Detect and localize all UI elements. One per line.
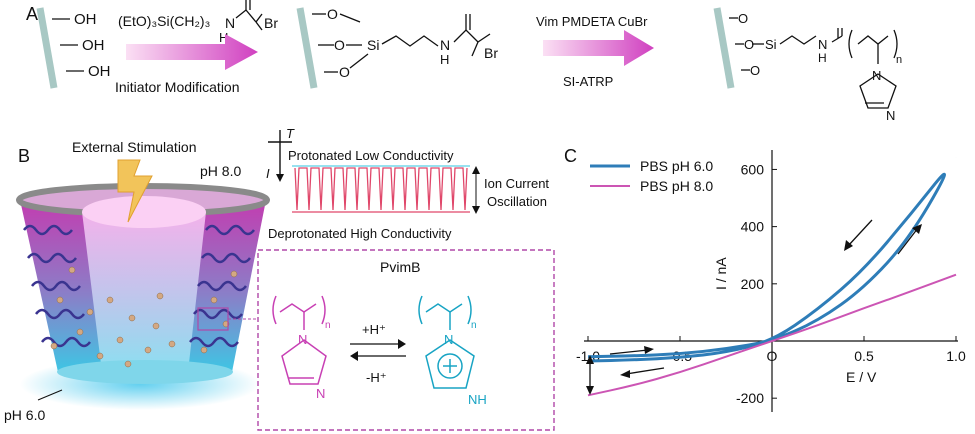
chart-series xyxy=(587,157,957,397)
ph-top-label: pH 8.0 xyxy=(200,163,241,179)
pvim-neutral xyxy=(272,295,327,385)
arrow-initiator-modification xyxy=(126,34,258,70)
reagent-bromo-amide: N H Br xyxy=(219,0,278,45)
oscillation-trace xyxy=(294,167,468,211)
protonated-label: Protonated Low Conductivity xyxy=(288,148,454,163)
deprotonated-label: Deprotonated High Conductivity xyxy=(268,226,452,241)
substrate-bar-2 xyxy=(296,7,318,89)
intermediate-br: Br xyxy=(484,45,498,61)
panel-b-label: B xyxy=(18,146,30,166)
panel-b: B External Stimulation pH 8.0 xyxy=(4,126,555,431)
series-ph6-line xyxy=(587,172,946,363)
series-ph8-line xyxy=(587,273,957,397)
ph-bottom-leader xyxy=(37,389,63,401)
y-tick-label: 200 xyxy=(741,276,765,292)
product-amide-h: H xyxy=(818,51,827,65)
lightning-icon xyxy=(117,159,153,223)
intermediate-o-1: O xyxy=(327,6,338,22)
panel-a: A OH OH OH (EtO)₃Si(CH₂)₃ N H Br Initiat… xyxy=(26,0,902,123)
oh-label-3: OH xyxy=(88,63,111,80)
protonated-nh: NH xyxy=(468,392,487,407)
ph-bottom-label: pH 6.0 xyxy=(4,407,45,423)
product-polymer xyxy=(729,17,898,109)
step2-top-label: Vim PMDETA CuBr xyxy=(536,14,648,29)
oscillation-label-2: Oscillation xyxy=(487,194,547,209)
substrate-bar-1 xyxy=(36,7,58,89)
y-tick-label: 600 xyxy=(741,161,765,177)
neutral-n2: N xyxy=(316,386,325,401)
intermediate-molecule xyxy=(312,13,491,73)
reagent-h: H xyxy=(219,30,228,45)
step2-bottom-label: SI-ATRP xyxy=(563,74,613,89)
ion-particles xyxy=(50,266,238,368)
reagent-n: N xyxy=(225,15,235,31)
pvimb-title: PvimB xyxy=(380,259,420,275)
legend-label-ph6: PBS pH 6.0 xyxy=(640,158,713,174)
x-tick-label: O xyxy=(767,348,778,364)
panel-a-label: A xyxy=(26,4,38,24)
inner-channel xyxy=(82,212,206,372)
x-tick-label: 0.5 xyxy=(854,348,874,364)
protonated-n1: N xyxy=(444,332,453,347)
intermediate-o-3: O xyxy=(339,64,350,80)
oscillation-label-1: Ion Current xyxy=(484,176,549,191)
product-o-3: O xyxy=(750,63,760,78)
intermediate-h: H xyxy=(440,52,449,67)
axis-t-label: T xyxy=(286,126,295,141)
protonated-sub-n: n xyxy=(471,320,477,331)
product-sub-n: n xyxy=(896,54,902,66)
y-axis-label: I / nA xyxy=(713,257,729,290)
product-ring-n2: N xyxy=(886,108,895,123)
y-tick-label: 400 xyxy=(741,219,765,235)
x-axis-label: E / V xyxy=(846,369,877,385)
neutral-sub-n: n xyxy=(325,320,331,331)
product-o-1: O xyxy=(738,11,748,26)
product-ring-n1: N xyxy=(872,68,881,83)
product-si: Si xyxy=(765,37,777,52)
external-stimulation-label: External Stimulation xyxy=(72,139,197,155)
inner-top xyxy=(82,196,206,228)
oh-label-1: OH xyxy=(74,11,97,28)
substrate-bar-3 xyxy=(713,7,735,89)
minus-h-label: -H⁺ xyxy=(366,370,387,385)
intermediate-si: Si xyxy=(367,37,379,53)
x-tick-label: 1.0 xyxy=(946,348,966,364)
product-amide-n: N xyxy=(818,37,827,52)
legend-label-ph8: PBS pH 8.0 xyxy=(640,178,713,194)
forward-arrowhead xyxy=(398,339,406,349)
oh-label-2: OH xyxy=(82,37,105,54)
reagent-br: Br xyxy=(264,15,278,31)
arrow-si-atrp xyxy=(543,30,654,66)
reverse-arrowhead xyxy=(350,351,358,361)
sweep-direction-arrows xyxy=(586,219,922,395)
pvimb-box xyxy=(257,249,555,431)
product-o-2: O xyxy=(744,37,754,52)
polymer-brushes xyxy=(23,224,255,348)
y-tick-label: -200 xyxy=(736,390,764,406)
hydroxyl-groups: OH OH OH xyxy=(52,11,111,80)
axis-i-label: I xyxy=(266,166,270,181)
step1-label: Initiator Modification xyxy=(115,79,240,95)
oscillation-span-top xyxy=(472,166,480,174)
intermediate-n: N xyxy=(440,37,450,53)
intermediate-o-2: O xyxy=(334,37,345,53)
neutral-n1: N xyxy=(298,332,307,347)
axis-i-arrowhead xyxy=(276,174,284,182)
oscillation-span-bottom xyxy=(472,206,480,214)
panel-c-label: C xyxy=(564,146,577,166)
plus-h-label: +H⁺ xyxy=(362,322,386,337)
reagent-silane: (EtO)₃Si(CH₂)₃ xyxy=(118,13,210,29)
cone-bottom xyxy=(57,360,233,384)
pvim-protonated xyxy=(418,295,475,389)
chart-legend: PBS pH 6.0 PBS pH 8.0 xyxy=(590,158,713,194)
